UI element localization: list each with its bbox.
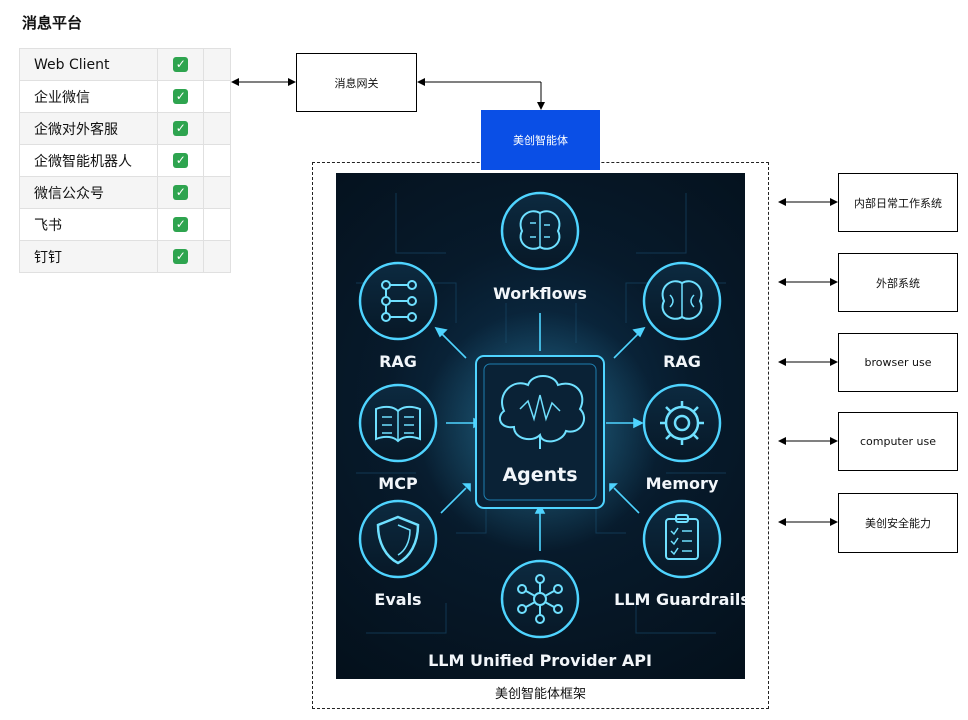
platform-name: 钉钉: [18, 240, 159, 273]
security-capability-label: 美创安全能力: [865, 517, 931, 530]
platform-blank-cell: [203, 144, 231, 177]
platform-check-cell: ✓: [157, 240, 205, 273]
gear-icon: [660, 401, 704, 445]
rag-left-label: RAG: [379, 352, 417, 371]
rag-right-node: RAG: [642, 261, 722, 371]
platform-check-cell: ✓: [157, 112, 205, 145]
computer-use-label: computer use: [859, 435, 937, 448]
platform-blank-cell: [203, 240, 231, 273]
platform-name: 微信公众号: [18, 176, 159, 209]
external-system-box: 外部系统: [838, 253, 958, 312]
platform-row: 企微智能机器人 ✓: [18, 144, 231, 177]
shield-icon: [376, 515, 420, 565]
internal-system-label: 内部日常工作系统: [854, 196, 942, 210]
platform-check-cell: ✓: [157, 48, 205, 81]
memory-node: Memory: [642, 383, 722, 493]
platform-name: 企微智能机器人: [18, 144, 159, 177]
check-icon: ✓: [173, 249, 189, 264]
network-hub-icon: [517, 574, 563, 624]
platform-check-cell: ✓: [157, 176, 205, 209]
platform-row: Web Client ✓: [18, 48, 231, 81]
mcp-label: MCP: [378, 474, 418, 493]
agents-core-label: Agents: [502, 464, 577, 486]
workflows-node: Workflows: [493, 191, 587, 303]
framework-caption: 美创智能体框架: [494, 687, 586, 702]
computer-use-box: computer use: [838, 412, 958, 471]
agents-core: Agents: [475, 355, 605, 509]
platform-check-cell: ✓: [157, 80, 205, 113]
memory-label: Memory: [646, 474, 719, 493]
platform-check-cell: ✓: [157, 144, 205, 177]
check-icon: ✓: [173, 121, 189, 136]
check-icon: ✓: [173, 153, 189, 168]
provider-label: LLM Unified Provider API: [428, 651, 652, 670]
check-icon: ✓: [173, 217, 189, 232]
agents-framework-image: Agents Workflows RAG: [336, 173, 745, 679]
workflows-label: Workflows: [493, 284, 587, 303]
security-capability-box: 美创安全能力: [838, 493, 958, 553]
agent-label: 美创智能体: [513, 134, 568, 147]
evals-label: Evals: [374, 590, 421, 609]
platform-blank-cell: [203, 48, 231, 81]
clipboard-checklist-icon: [665, 514, 699, 560]
platform-name: 企微对外客服: [18, 112, 159, 145]
platform-row: 企业微信 ✓: [18, 80, 231, 113]
check-icon: ✓: [173, 185, 189, 200]
internal-system-box: 内部日常工作系统: [838, 173, 958, 232]
guardrails-label: LLM Guardrails: [614, 590, 745, 609]
brain-icon: [519, 210, 561, 250]
platform-blank-cell: [203, 112, 231, 145]
platform-table: Web Client✓企业微信✓企微对外客服✓企微智能机器人✓微信公众号✓飞书✓…: [18, 48, 231, 273]
platform-check-cell: ✓: [157, 208, 205, 241]
platform-blank-cell: [203, 176, 231, 209]
guardrails-node: LLM Guardrails: [614, 499, 745, 609]
message-gateway-label: 消息网关: [334, 76, 379, 90]
agent-box: 美创智能体: [481, 110, 600, 170]
rag-right-label: RAG: [663, 352, 701, 371]
platform-row: 企微对外客服 ✓: [18, 112, 231, 145]
list-nodes-icon: [381, 280, 417, 322]
brain-icon: [661, 280, 703, 320]
brain-icon: [498, 375, 585, 449]
provider-node: LLM Unified Provider API: [428, 559, 652, 670]
check-icon: ✓: [173, 89, 189, 104]
platform-row: 钉钉 ✓: [18, 240, 231, 273]
platform-name: 企业微信: [18, 80, 159, 113]
external-system-label: 外部系统: [876, 276, 920, 290]
browser-use-box: browser use: [838, 333, 958, 392]
book-icon: [375, 405, 421, 443]
mcp-node: MCP: [358, 383, 438, 493]
rag-left-node: RAG: [358, 261, 438, 371]
evals-node: Evals: [358, 499, 438, 609]
platform-blank-cell: [203, 208, 231, 241]
platform-name: Web Client: [18, 48, 159, 81]
message-gateway-box: 消息网关: [296, 53, 417, 112]
check-icon: ✓: [173, 57, 189, 72]
page-title: 消息平台: [22, 14, 83, 32]
browser-use-label: browser use: [864, 356, 932, 369]
platform-row: 微信公众号 ✓: [18, 176, 231, 209]
